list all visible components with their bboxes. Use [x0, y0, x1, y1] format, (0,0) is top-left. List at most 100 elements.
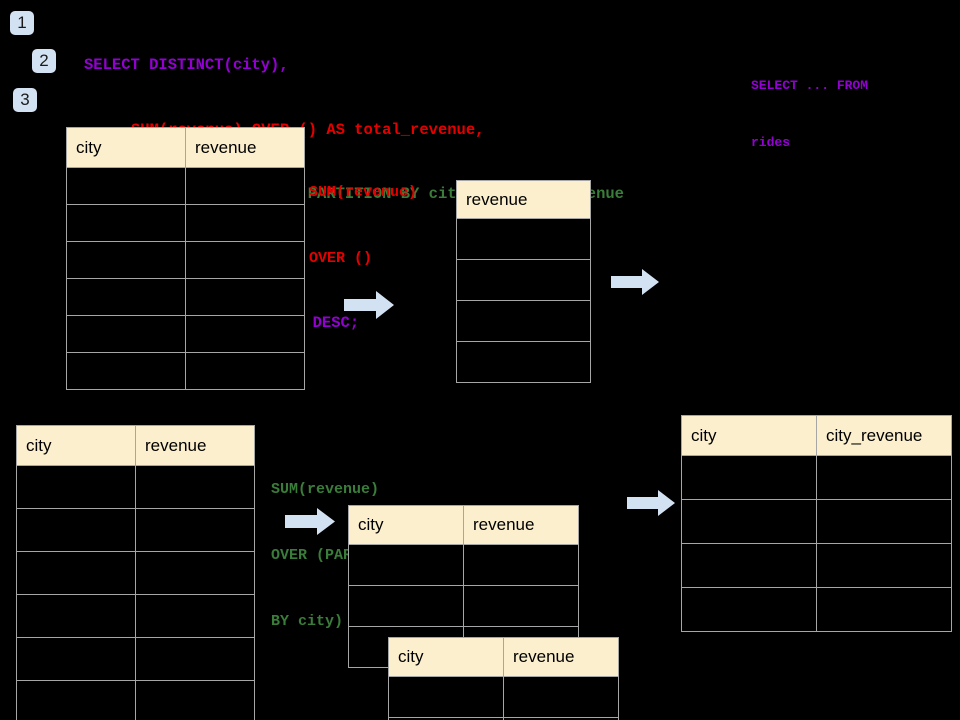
rides-source-table-2: city revenue — [16, 425, 255, 720]
column-header-city: city — [16, 425, 136, 466]
cell-city — [66, 204, 186, 242]
cell-revenue — [185, 204, 305, 242]
cell-city — [66, 352, 186, 390]
table-row — [16, 594, 255, 638]
table-row — [16, 465, 255, 509]
table-header-row: revenue — [456, 180, 591, 219]
cell-city — [66, 241, 186, 279]
table-row — [681, 455, 952, 500]
cell-revenue — [456, 218, 591, 260]
result-table: city city_revenue — [681, 415, 952, 632]
arrow-partition-to-result — [627, 490, 675, 516]
table-row — [388, 717, 619, 720]
table-header-row: city revenue — [16, 425, 255, 466]
column-header-revenue: revenue — [135, 425, 255, 466]
cell-city-revenue — [816, 499, 952, 544]
cell-revenue — [185, 315, 305, 353]
cell-city — [16, 594, 136, 638]
table-header-row: city city_revenue — [681, 415, 952, 456]
cell-city — [16, 680, 136, 720]
cell-city-revenue — [816, 587, 952, 632]
cell-revenue — [135, 637, 255, 681]
cell-city — [681, 543, 817, 588]
arrow-source-to-total — [344, 291, 394, 319]
column-header-revenue: revenue — [503, 637, 619, 677]
cell-revenue — [456, 341, 591, 383]
cell-revenue — [185, 167, 305, 205]
cell-city-revenue — [816, 455, 952, 500]
cell-revenue — [135, 465, 255, 509]
arrow-total-to-result — [611, 269, 659, 295]
cell-revenue — [456, 259, 591, 301]
table-row — [681, 499, 952, 544]
table-row — [456, 300, 591, 342]
column-header-city: city — [681, 415, 817, 456]
cell-revenue — [503, 717, 619, 720]
step-badge-1: 1 — [10, 11, 34, 35]
annotation-over-empty-line-2: OVER () — [309, 250, 373, 267]
table-row — [16, 680, 255, 720]
cell-revenue — [185, 278, 305, 316]
cell-city — [681, 499, 817, 544]
cell-city — [681, 455, 817, 500]
step-badge-2: 2 — [32, 49, 56, 73]
annotation-over-empty-line-1: SUM(revenue) — [309, 184, 418, 201]
cell-revenue — [185, 241, 305, 279]
side-note-line-1: SELECT ... FROM — [751, 78, 869, 93]
cell-city — [66, 167, 186, 205]
column-header-revenue: revenue — [463, 505, 579, 545]
cell-revenue — [503, 676, 619, 718]
cell-city — [66, 278, 186, 316]
column-header-city: city — [348, 505, 464, 545]
cell-revenue — [463, 544, 579, 586]
total-revenue-table: revenue — [456, 180, 591, 383]
sql-line-select: SELECT DISTINCT(city), — [84, 56, 289, 74]
table-row — [348, 544, 579, 586]
column-header-city: city — [66, 127, 186, 168]
arrow-source2-to-partition — [285, 508, 335, 535]
cell-city-revenue — [816, 543, 952, 588]
cell-city — [388, 676, 504, 718]
partition-group-table-front: city revenue — [388, 637, 619, 720]
side-note-line-2: rides — [751, 135, 791, 150]
table-row — [66, 204, 305, 242]
rides-source-table: city revenue — [66, 127, 305, 390]
table-row — [16, 508, 255, 552]
cell-city — [348, 585, 464, 627]
column-header-revenue: revenue — [456, 180, 591, 219]
cell-city — [348, 544, 464, 586]
table-row — [16, 637, 255, 681]
cell-city — [16, 465, 136, 509]
cell-revenue — [135, 551, 255, 595]
annotation-over-partition-line-3: BY city) — [271, 613, 344, 630]
table-row — [456, 259, 591, 301]
table-row — [66, 352, 305, 390]
cell-revenue — [456, 300, 591, 342]
column-header-revenue: revenue — [185, 127, 305, 168]
table-header-row: city revenue — [66, 127, 305, 168]
cell-revenue — [135, 594, 255, 638]
cell-city — [16, 637, 136, 681]
cell-revenue — [135, 508, 255, 552]
table-row — [348, 585, 579, 627]
cell-revenue — [185, 352, 305, 390]
table-row — [16, 551, 255, 595]
cell-city — [66, 315, 186, 353]
table-row — [681, 543, 952, 588]
column-header-city-revenue: city_revenue — [816, 415, 952, 456]
annotation-over-partition-line-1: SUM(revenue) — [271, 481, 380, 498]
cell-revenue — [463, 585, 579, 627]
side-note-select-from: SELECT ... FROM rides — [751, 38, 868, 190]
column-header-city: city — [388, 637, 504, 677]
table-row — [388, 676, 619, 718]
table-row — [456, 218, 591, 260]
table-header-row: city revenue — [348, 505, 579, 545]
table-row — [66, 167, 305, 205]
cell-city — [16, 508, 136, 552]
table-row — [66, 315, 305, 353]
table-row — [66, 278, 305, 316]
table-header-row: city revenue — [388, 637, 619, 677]
cell-revenue — [135, 680, 255, 720]
cell-city — [681, 587, 817, 632]
